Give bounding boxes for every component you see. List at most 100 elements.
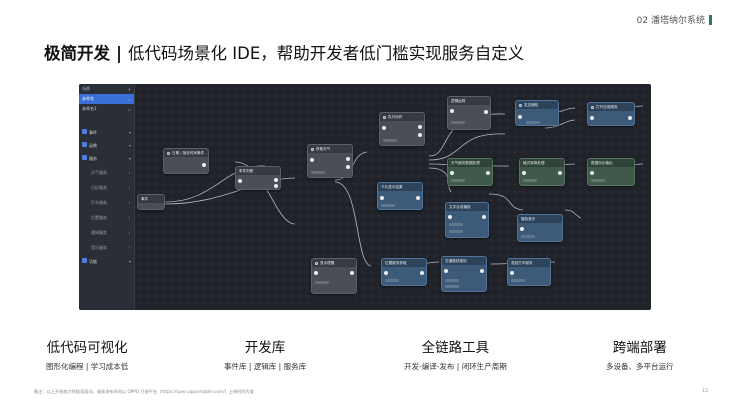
node-header: 文字合成播报 bbox=[446, 203, 488, 211]
sidebar-category[interactable]: 事件 ▾ bbox=[79, 126, 134, 139]
canvas-node[interactable]: 格式转换处理 bbox=[519, 158, 565, 186]
node-header: 天气服务数据处理 bbox=[448, 159, 492, 167]
output-port[interactable] bbox=[346, 157, 350, 161]
input-port[interactable] bbox=[450, 171, 454, 175]
sidebar-subitem[interactable]: 打车服务› bbox=[79, 195, 134, 210]
canvas-node[interactable]: 日期 / 指定时间事件 bbox=[163, 148, 209, 174]
output-port[interactable] bbox=[418, 125, 422, 129]
sidebar-category[interactable]: 函数 ▾ bbox=[79, 139, 134, 152]
input-port[interactable] bbox=[522, 171, 526, 175]
input-port[interactable] bbox=[382, 126, 386, 130]
canvas-node[interactable]: 获取天气 bbox=[307, 144, 353, 178]
output-port[interactable] bbox=[486, 171, 490, 175]
node-field[interactable] bbox=[451, 121, 465, 124]
output-port[interactable] bbox=[418, 133, 422, 137]
output-port[interactable] bbox=[558, 171, 562, 175]
chevron-right-icon: › bbox=[128, 230, 130, 235]
node-field[interactable] bbox=[521, 235, 535, 238]
node-field[interactable] bbox=[526, 121, 540, 124]
input-port[interactable] bbox=[590, 116, 594, 120]
output-port[interactable] bbox=[628, 116, 632, 120]
node-field[interactable] bbox=[449, 230, 463, 233]
output-port[interactable] bbox=[346, 165, 350, 169]
canvas-node[interactable]: 显示提醒 bbox=[311, 258, 357, 294]
sidebar-subitem[interactable]: 音乐服务› bbox=[79, 240, 134, 255]
sidebar-subitem[interactable]: 天气服务› bbox=[79, 165, 134, 180]
output-port[interactable] bbox=[482, 215, 486, 219]
sidebar-category[interactable]: 服务 ▾ bbox=[79, 152, 134, 165]
canvas-node[interactable]: 发起打车服务 bbox=[507, 258, 551, 286]
node-field[interactable] bbox=[381, 204, 395, 207]
output-port[interactable] bbox=[416, 196, 420, 200]
node-header: 发起打车服务 bbox=[508, 259, 550, 267]
node-field[interactable] bbox=[449, 223, 463, 226]
output-port[interactable] bbox=[420, 271, 424, 275]
canvas-node[interactable]: 交通路线规划 bbox=[441, 256, 487, 292]
input-port[interactable] bbox=[238, 179, 242, 183]
section-text: 02 潘塔纳尔系统 bbox=[636, 16, 705, 26]
node-canvas[interactable]: 事件 日期 / 指定时间事件 条件判断 获取天气 执行动作 逻 bbox=[135, 84, 651, 310]
output-port[interactable] bbox=[350, 271, 354, 275]
input-port[interactable] bbox=[450, 109, 454, 113]
node-field[interactable] bbox=[311, 171, 325, 174]
sidebar-subitem[interactable]: 日历服务› bbox=[79, 180, 134, 195]
node-field[interactable] bbox=[385, 279, 399, 282]
node-header: 条件判断 bbox=[236, 167, 280, 175]
canvas-node[interactable]: 逻辑运算 bbox=[447, 96, 491, 130]
node-label: 文字合成播报 bbox=[449, 204, 471, 209]
node-label: 播放音乐 bbox=[521, 216, 536, 221]
input-port[interactable] bbox=[520, 227, 524, 231]
file-item[interactable]: 未命名 ▫ bbox=[79, 94, 134, 104]
node-field[interactable] bbox=[523, 179, 537, 182]
canvas-node[interactable]: 天气服务数据处理 bbox=[447, 158, 493, 186]
sidebar-subitem[interactable]: 通知服务› bbox=[79, 225, 134, 240]
node-field[interactable] bbox=[451, 179, 465, 182]
input-port[interactable] bbox=[384, 271, 388, 275]
node-label: 天气服务数据处理 bbox=[451, 160, 480, 165]
canvas-node[interactable]: 卡片显示结果 bbox=[377, 182, 423, 210]
file-label: 未命名 bbox=[82, 96, 94, 101]
footnote: 备注：以上开放能力将陆续面向，具体发布时间以 OPPO 开放平台（https:/… bbox=[34, 389, 254, 394]
output-port[interactable] bbox=[202, 163, 206, 167]
canvas-node[interactable]: 打开应用服务 bbox=[587, 102, 635, 126]
node-header: 播放音乐 bbox=[518, 215, 562, 223]
section-label: 02 潘塔纳尔系统 bbox=[637, 13, 712, 26]
output-port[interactable] bbox=[274, 178, 278, 182]
node-icon bbox=[315, 261, 318, 265]
feature-title: 全链路工具 bbox=[421, 340, 490, 356]
input-port[interactable] bbox=[444, 269, 448, 273]
input-port[interactable] bbox=[448, 215, 452, 219]
node-field[interactable] bbox=[445, 279, 459, 282]
page-number: 15 bbox=[702, 389, 708, 394]
output-port[interactable] bbox=[484, 110, 488, 114]
sidebar-category[interactable]: 功能 ▾ bbox=[79, 255, 134, 268]
node-label: 数据对比输出 bbox=[591, 160, 613, 165]
canvas-node[interactable]: 文字合成播报 bbox=[445, 202, 489, 238]
canvas-node[interactable]: 数据对比输出 bbox=[587, 158, 635, 186]
file-item[interactable]: 未命名1 ▫ bbox=[79, 104, 134, 114]
sidebar-subitem[interactable]: 位置服务› bbox=[79, 210, 134, 225]
input-port[interactable] bbox=[314, 271, 318, 275]
node-field[interactable] bbox=[591, 179, 605, 182]
input-port[interactable] bbox=[590, 171, 594, 175]
output-port[interactable] bbox=[480, 269, 484, 273]
input-port[interactable] bbox=[380, 196, 384, 200]
canvas-node[interactable]: 发送通知 bbox=[515, 100, 559, 126]
node-label: 发送通知 bbox=[524, 102, 539, 107]
node-field[interactable] bbox=[445, 285, 459, 288]
canvas-node[interactable]: 播放音乐 bbox=[517, 214, 563, 242]
input-port[interactable] bbox=[310, 158, 314, 162]
sidebar-header-label: 场景 bbox=[82, 86, 90, 91]
input-port[interactable] bbox=[510, 271, 514, 275]
canvas-node[interactable]: 事件 bbox=[137, 194, 165, 210]
canvas-node[interactable]: 位置服务获取 bbox=[381, 258, 427, 286]
node-field[interactable] bbox=[511, 279, 525, 282]
canvas-node[interactable]: 条件判断 bbox=[235, 166, 281, 190]
node-field[interactable] bbox=[383, 139, 397, 142]
output-port[interactable] bbox=[274, 184, 278, 188]
input-port[interactable] bbox=[518, 115, 522, 119]
canvas-node[interactable]: 执行动作 bbox=[379, 112, 425, 146]
feature-subtitle: 图形化编程 | 学习成本低 bbox=[46, 362, 129, 371]
add-scene-button[interactable]: + bbox=[127, 86, 131, 92]
node-field[interactable] bbox=[315, 281, 329, 284]
